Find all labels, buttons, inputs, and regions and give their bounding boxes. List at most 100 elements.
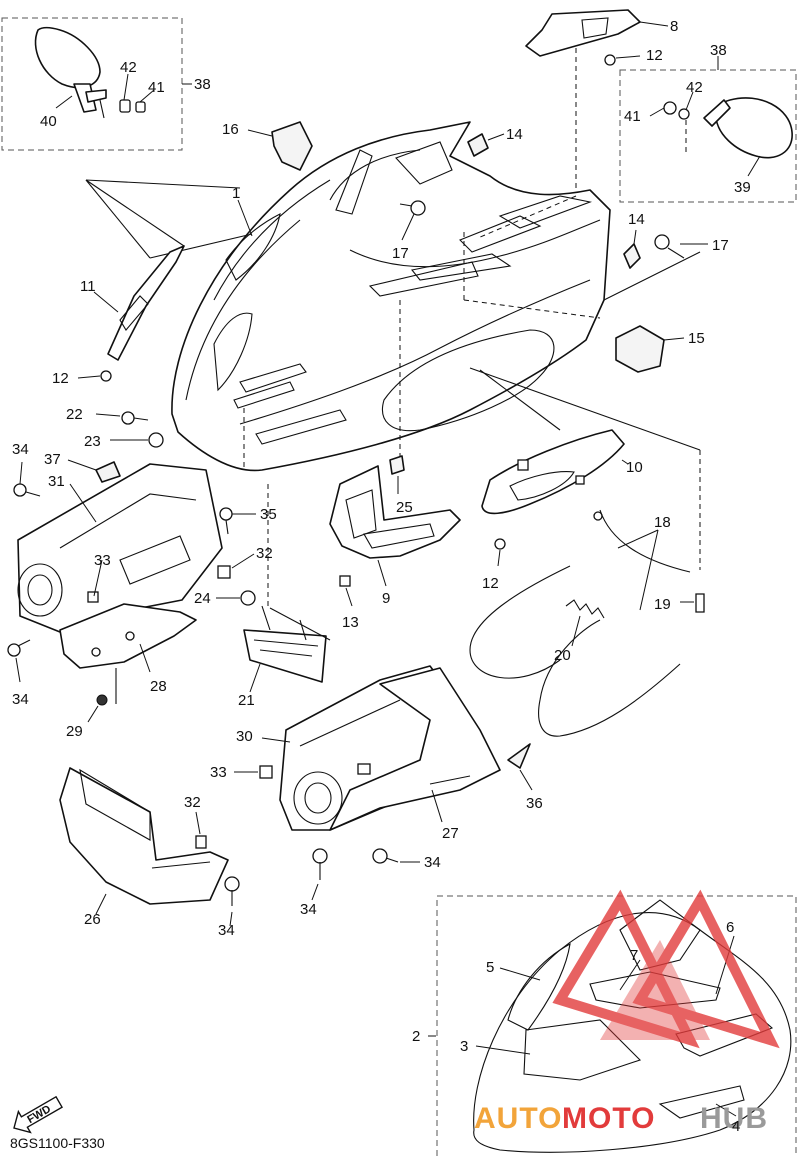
watermark-moto: MOTO — [562, 1102, 655, 1135]
under-panel-28 — [59, 603, 197, 669]
lower-panel-26 — [59, 767, 229, 905]
label-42-left: 42 — [120, 59, 137, 76]
label-27: 27 — [442, 825, 459, 842]
screw-22 — [121, 411, 149, 425]
label-28: 28 — [150, 678, 167, 695]
label-33-upper: 33 — [94, 552, 111, 569]
clip-19 — [695, 593, 705, 613]
label-38-right: 38 — [710, 42, 727, 59]
label-8: 8 — [670, 18, 678, 35]
nut-23 — [148, 432, 164, 448]
watermark-auto: AUTO — [474, 1102, 562, 1135]
screw-34-lower-left — [7, 639, 31, 657]
label-4: 4 — [732, 1118, 740, 1135]
label-41-right: 41 — [624, 108, 641, 125]
bracket-21 — [243, 605, 327, 683]
clip-32-lower — [195, 835, 207, 849]
diagram-code: 8GS1100-F330 — [10, 1135, 105, 1151]
label-22: 22 — [66, 406, 83, 423]
side-strip — [100, 245, 185, 382]
screw-34-right — [372, 848, 399, 864]
label-23: 23 — [84, 433, 101, 450]
label-1: 1 — [232, 185, 240, 202]
label-14-upper: 14 — [506, 126, 523, 143]
left-mirror-hardware — [119, 99, 146, 113]
label-15: 15 — [688, 330, 705, 347]
grille-9 — [329, 455, 461, 559]
label-32-lower: 32 — [184, 794, 201, 811]
label-31: 31 — [48, 473, 65, 490]
label-35: 35 — [260, 506, 277, 523]
left-mirror — [34, 26, 107, 119]
fwd-label: FWD — [25, 1103, 53, 1126]
label-3: 3 — [460, 1038, 468, 1055]
label-24: 24 — [194, 590, 211, 607]
label-19: 19 — [654, 596, 671, 613]
screw-34-lower-center — [224, 876, 240, 906]
label-13: 13 — [342, 614, 359, 631]
label-20: 20 — [554, 647, 571, 664]
watermark-hub: HUB — [700, 1102, 768, 1135]
label-26: 26 — [84, 911, 101, 928]
bolt-17-left — [399, 200, 426, 216]
clip-32-upper — [217, 565, 231, 579]
label-17-left: 17 — [392, 245, 409, 262]
screw-35 — [219, 507, 233, 535]
front-cowling — [171, 121, 611, 472]
cowl-clip-14-right — [623, 243, 641, 269]
label-39: 39 — [734, 179, 751, 196]
label-29: 29 — [66, 723, 83, 740]
side-cover-15 — [615, 325, 665, 373]
clip-37 — [95, 461, 121, 483]
label-12-left: 12 — [52, 370, 69, 387]
label-30: 30 — [236, 728, 253, 745]
label-12-right: 12 — [482, 575, 499, 592]
label-21: 21 — [238, 692, 255, 709]
cowl-clip-14-upper — [467, 133, 489, 157]
label-12-top: 12 — [646, 47, 663, 64]
label-34-upper-left: 34 — [12, 441, 29, 458]
air-duct-10 — [481, 429, 625, 515]
graphics-set — [473, 899, 792, 1153]
label-42-right: 42 — [686, 79, 703, 96]
label-11: 11 — [80, 278, 96, 295]
label-34-lower-center: 34 — [218, 922, 235, 939]
inner-panel-31 — [17, 463, 223, 633]
right-mirror — [663, 97, 793, 159]
label-32-upper: 32 — [256, 545, 273, 562]
label-14-right: 14 — [628, 211, 645, 228]
label-18: 18 — [654, 514, 671, 531]
label-2: 2 — [412, 1028, 420, 1045]
label-34-lower-left: 34 — [12, 691, 29, 708]
grommet-12 — [494, 538, 506, 550]
label-9: 9 — [382, 590, 390, 607]
label-10: 10 — [626, 459, 643, 476]
side-panel-27 — [329, 667, 501, 831]
automotohub-watermark — [552, 889, 780, 1049]
label-37: 37 — [44, 451, 61, 468]
spring-20 — [565, 599, 605, 619]
label-5: 5 — [486, 959, 494, 976]
label-25: 25 — [396, 499, 413, 516]
label-17-right: 17 — [712, 237, 729, 254]
upper-bracket — [525, 9, 641, 66]
nut-24 — [240, 590, 256, 606]
fwd-arrow-icon: FWD — [13, 1095, 63, 1134]
label-36: 36 — [526, 795, 543, 812]
clip-13 — [339, 575, 351, 587]
label-16: 16 — [222, 121, 239, 138]
label-38-left: 38 — [194, 76, 211, 93]
mirror-right-group-box — [619, 69, 797, 203]
graphics-group-box — [436, 895, 797, 1156]
clip-36 — [507, 743, 531, 769]
label-34-center: 34 — [300, 901, 317, 918]
cable-18 — [469, 509, 691, 737]
label-33-lower: 33 — [210, 764, 227, 781]
label-6: 6 — [726, 919, 734, 936]
label-40: 40 — [40, 113, 57, 130]
label-41-left: 41 — [148, 79, 165, 96]
bolt-17-right — [654, 234, 685, 259]
label-34-right: 34 — [424, 854, 441, 871]
label-7: 7 — [630, 947, 638, 964]
